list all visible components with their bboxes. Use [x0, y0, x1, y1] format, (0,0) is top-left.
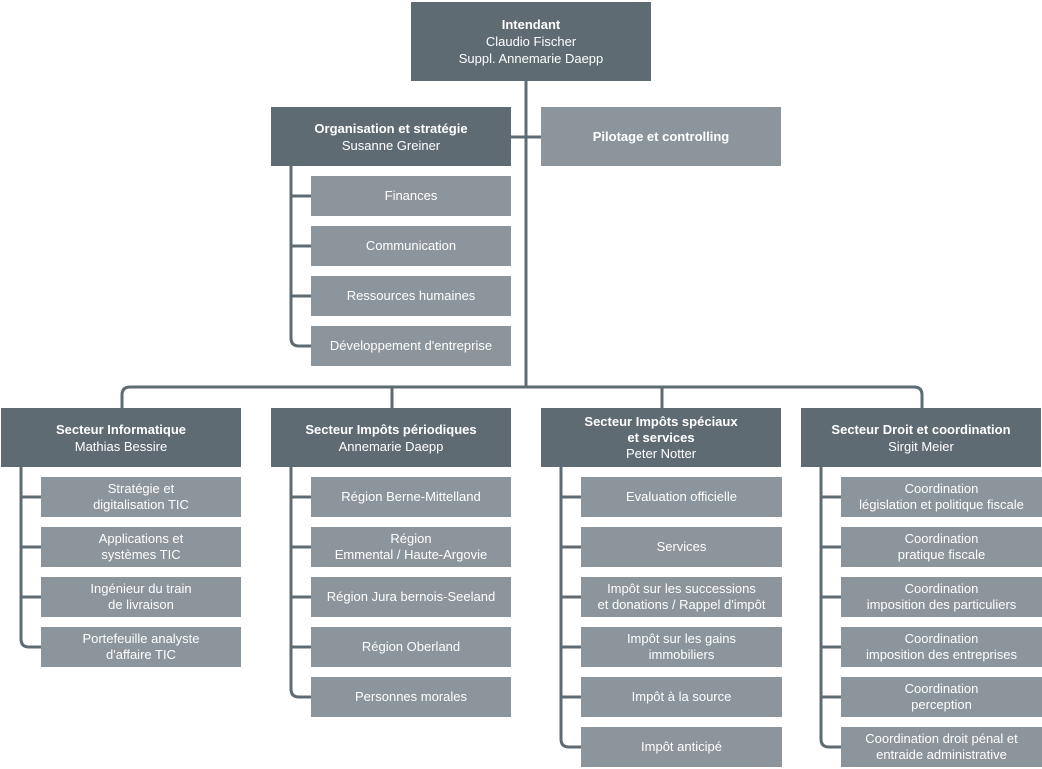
unit-label: Coordination imposition des particuliers: [866, 581, 1017, 612]
pilotage-controlling-box: Pilotage et controlling: [541, 107, 781, 166]
unit-label: Région Berne-Mittelland: [341, 489, 481, 504]
staff-bracket: [289, 166, 311, 348]
unit-box-impots-speciaux: Services: [581, 527, 782, 567]
staff-unit-box: Communication: [311, 226, 511, 266]
unit-box-impots-periodiques: Région Oberland: [311, 627, 511, 667]
staff-unit-box: Finances: [311, 176, 511, 216]
sector-header-impots-speciaux: Secteur Impôts spéciaux et services Pete…: [541, 408, 781, 467]
unit-label: Coordination pratique fiscale: [897, 531, 986, 562]
sector-head-name: Annemarie Daepp: [338, 438, 444, 454]
unit-box-droit-coordination: Coordination législation et politique fi…: [841, 477, 1042, 517]
unit-box-impots-speciaux: Impôt sur les gains immobiliers: [581, 627, 782, 667]
intendant-deputy: Suppl. Annemarie Daepp: [458, 51, 604, 66]
sector-head-name: Peter Notter: [625, 445, 697, 461]
unit-label: Impôt à la source: [631, 689, 732, 704]
unit-label: Impôt anticipé: [641, 739, 722, 754]
unit-box-droit-coordination: Coordination imposition des particuliers: [841, 577, 1042, 617]
sector-title: Secteur Informatique: [55, 421, 187, 437]
sector-title: Secteur Impôts périodiques: [305, 421, 477, 437]
sector-head-name: Mathias Bessire: [74, 438, 168, 454]
pilotage-controlling-label: Pilotage et controlling: [592, 129, 730, 144]
sector-bracket-impots-speciaux: [559, 467, 581, 749]
organisation-strategie-title: Organisation et stratégie: [314, 120, 468, 136]
unit-box-droit-coordination: Coordination imposition des entreprises: [841, 627, 1042, 667]
unit-label: Evaluation officielle: [625, 489, 738, 504]
unit-box-informatique: Stratégie et digitalisation TIC: [41, 477, 241, 517]
staff-unit-box: Ressources humaines: [311, 276, 511, 316]
unit-label: Région Jura bernois-Seeland: [326, 589, 496, 604]
sector-bracket-droit-coordination: [819, 467, 841, 749]
unit-label: Région Oberland: [361, 639, 461, 654]
sector-header-droit-coordination: Secteur Droit et coordination Sirgit Mei…: [801, 408, 1041, 467]
unit-box-informatique: Applications et systèmes TIC: [41, 527, 241, 567]
intendant-box: Intendant Claudio Fischer Suppl. Annemar…: [411, 2, 651, 81]
unit-box-impots-periodiques: Région Berne-Mittelland: [311, 477, 511, 517]
unit-label: Région Emmental / Haute-Argovie: [334, 531, 488, 562]
unit-label: Personnes morales: [355, 689, 467, 704]
unit-label: Développement d'entreprise: [329, 338, 493, 353]
unit-label: Applications et systèmes TIC: [98, 531, 184, 562]
unit-box-informatique: Portefeuille analyste d'affaire TIC: [41, 627, 241, 667]
unit-box-impots-periodiques: Région Emmental / Haute-Argovie: [311, 527, 511, 567]
sector-bracket-impots-periodiques: [289, 467, 311, 699]
unit-label: Finances: [384, 188, 438, 203]
sector-header-informatique: Secteur Informatique Mathias Bessire: [1, 408, 241, 467]
sector-bar: [120, 385, 924, 408]
sector-head-name: Sirgit Meier: [888, 438, 954, 454]
unit-label: Coordination droit pénal et entraide adm…: [865, 731, 1018, 762]
sector-header-impots-periodiques: Secteur Impôts périodiques Annemarie Dae…: [271, 408, 511, 467]
unit-box-impots-speciaux: Impôt anticipé: [581, 727, 782, 767]
unit-box-droit-coordination: Coordination droit pénal et entraide adm…: [841, 727, 1042, 767]
sector-title: Secteur Droit et coordination: [831, 421, 1011, 437]
unit-box-impots-speciaux: Impôt sur les successions et donations /…: [581, 577, 782, 617]
unit-label: Ingénieur du train de livraison: [90, 581, 192, 612]
sector-title: Secteur Impôts spéciaux et services: [584, 413, 738, 445]
unit-label: Ressources humaines: [346, 288, 476, 303]
sector-bracket-informatique: [19, 467, 41, 649]
intendant-name: Claudio Fischer: [485, 34, 577, 49]
unit-label: Coordination législation et politique fi…: [859, 481, 1024, 512]
unit-box-impots-speciaux: Impôt à la source: [581, 677, 782, 717]
unit-label: Services: [656, 539, 707, 554]
organisation-strategie-name: Susanne Greiner: [341, 137, 441, 153]
unit-label: Communication: [365, 238, 457, 253]
unit-label: Coordination perception: [904, 681, 979, 712]
organisation-strategie-box: Organisation et stratégie Susanne Greine…: [271, 107, 511, 166]
intendant-title: Intendant: [501, 17, 561, 32]
unit-label: Impôt sur les successions et donations /…: [597, 581, 766, 612]
unit-box-impots-periodiques: Région Jura bernois-Seeland: [311, 577, 511, 617]
staff-unit-box: Développement d'entreprise: [311, 326, 511, 366]
unit-label: Coordination imposition des entreprises: [865, 631, 1018, 662]
unit-box-droit-coordination: Coordination pratique fiscale: [841, 527, 1042, 567]
unit-label: Stratégie et digitalisation TIC: [93, 481, 189, 512]
unit-box-impots-speciaux: Evaluation officielle: [581, 477, 782, 517]
unit-label: Impôt sur les gains immobiliers: [626, 631, 737, 662]
unit-label: Portefeuille analyste d'affaire TIC: [82, 631, 200, 662]
unit-box-informatique: Ingénieur du train de livraison: [41, 577, 241, 617]
unit-box-impots-periodiques: Personnes morales: [311, 677, 511, 717]
unit-box-droit-coordination: Coordination perception: [841, 677, 1042, 717]
